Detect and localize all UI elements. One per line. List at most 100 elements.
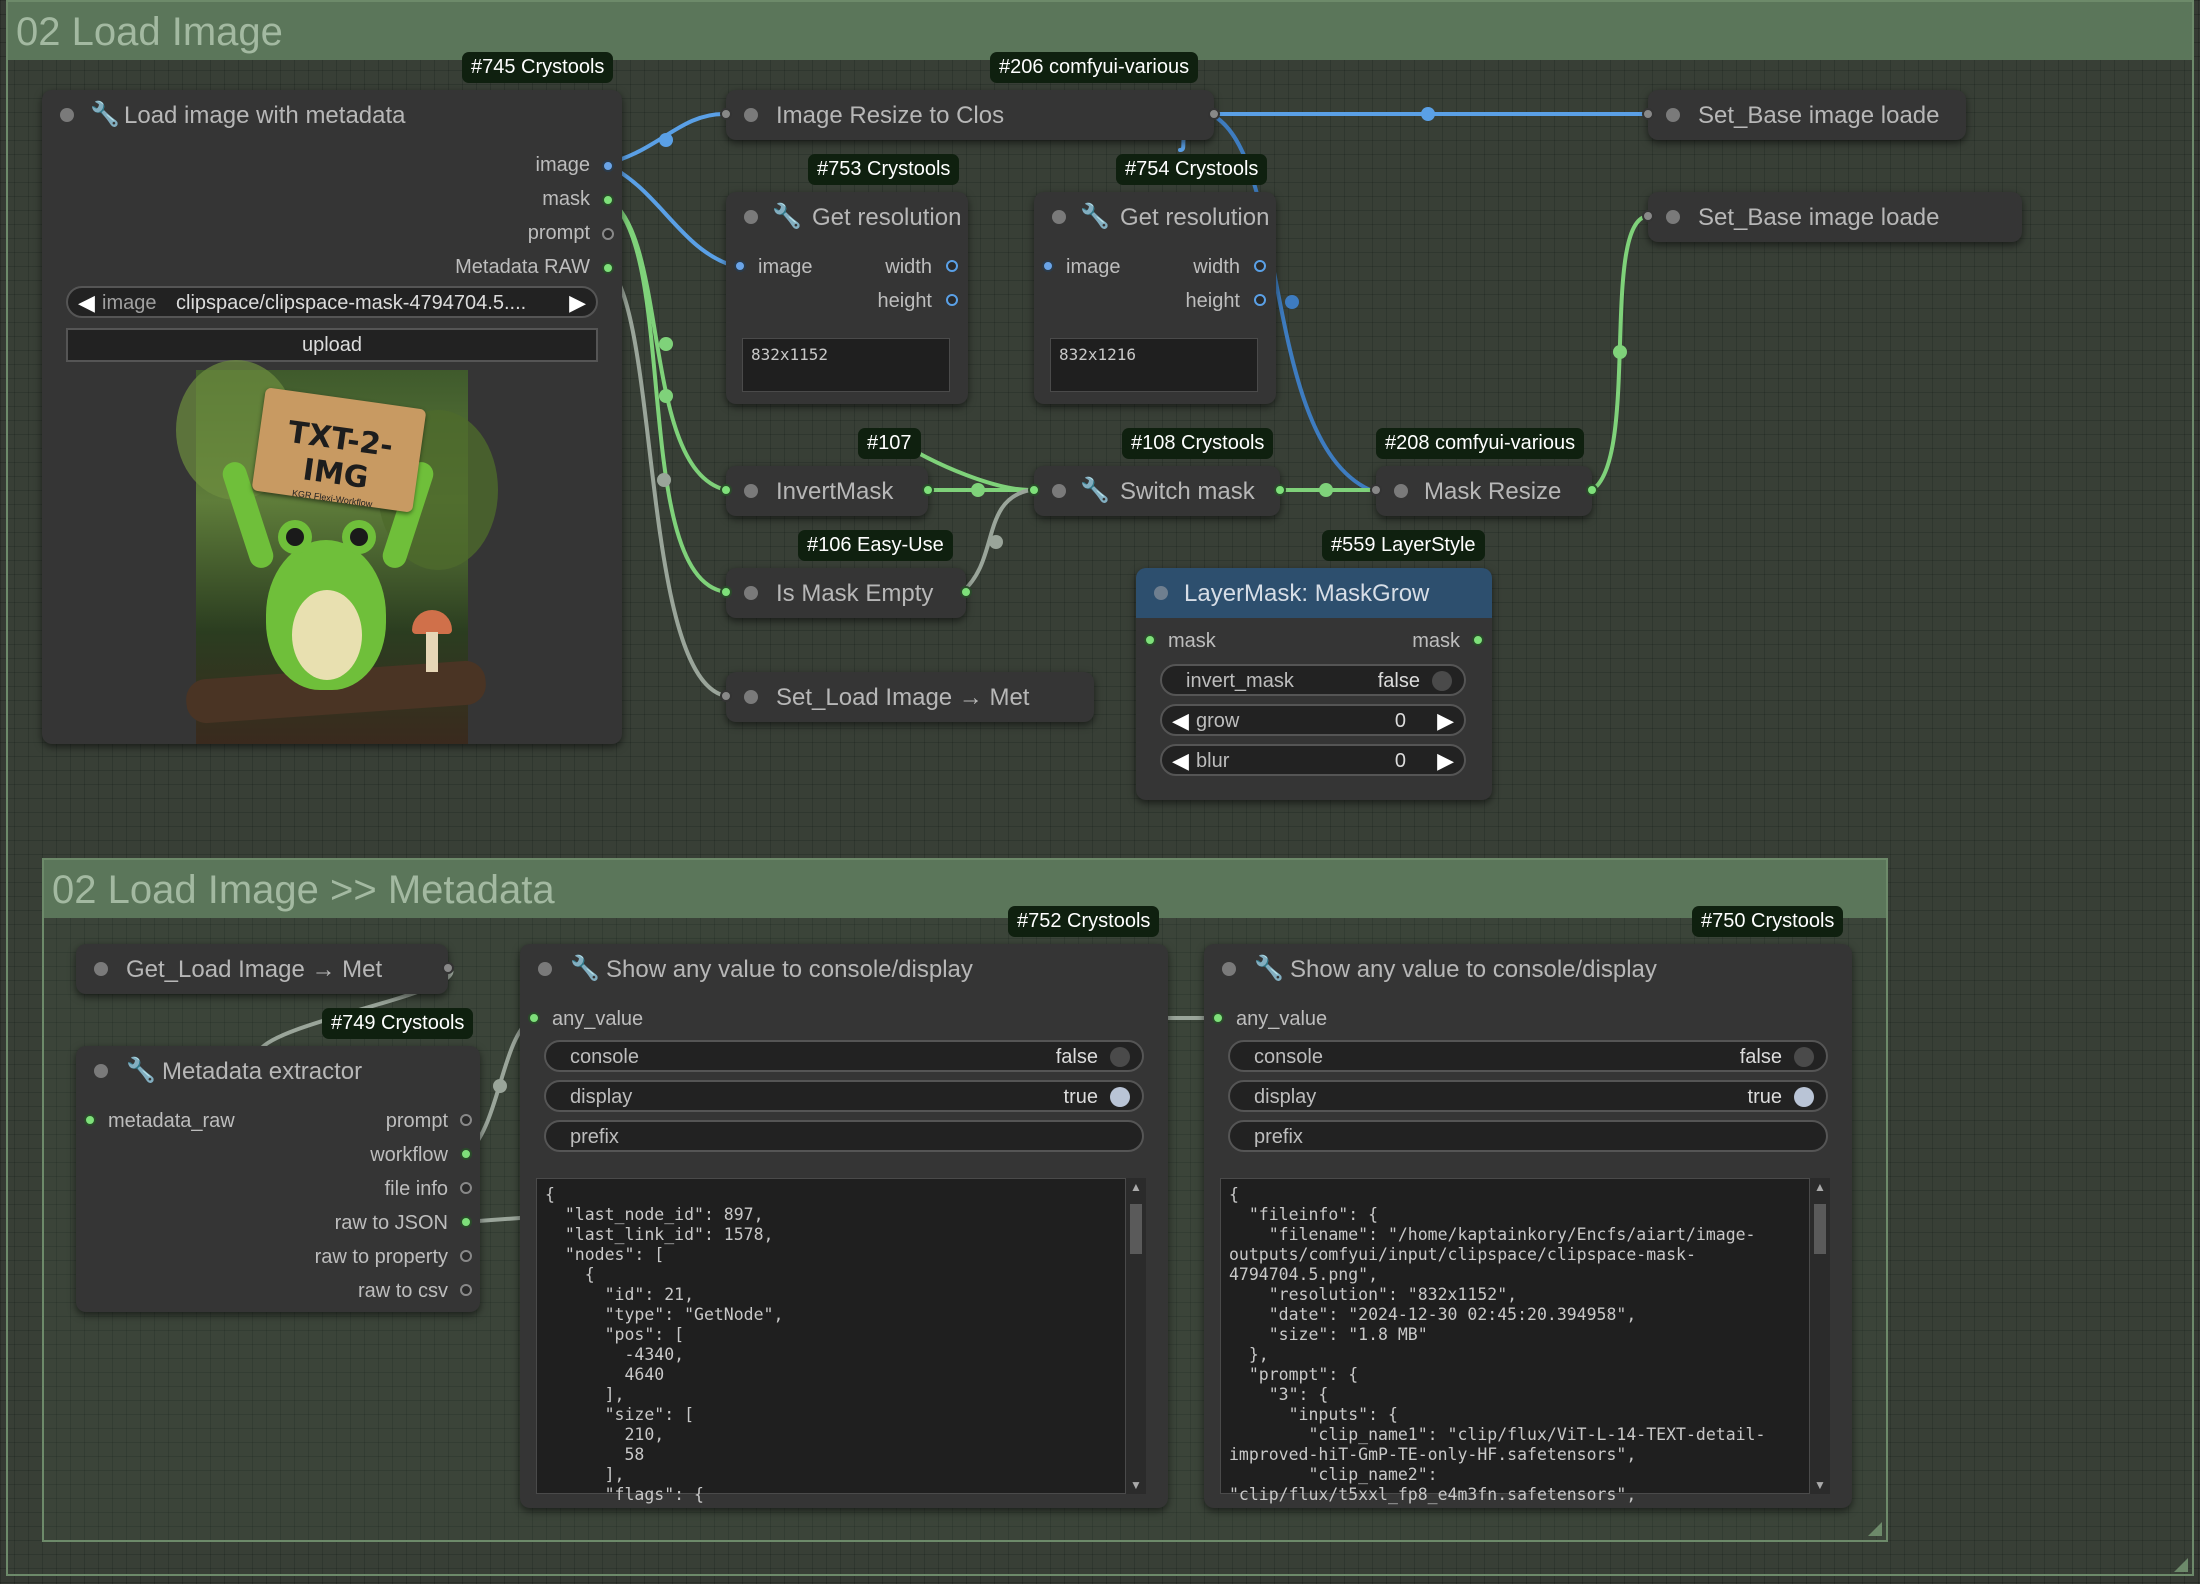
scroll-down-icon[interactable]: ▼ [1130,1478,1142,1492]
collapse-dot[interactable] [744,210,758,224]
input-image-pin[interactable] [734,260,746,272]
decrement-arrow-icon[interactable]: ◀ [1172,708,1189,733]
node-metadata-extractor[interactable]: 🔧 Metadata extractor metadata_raw prompt… [76,1046,480,1312]
toggle-knob[interactable] [1794,1087,1814,1107]
node-title[interactable]: 🔧 Switch mask [1034,466,1280,516]
output-pin[interactable] [922,484,934,496]
toggle-knob[interactable] [1432,671,1452,691]
node-title[interactable]: Is Mask Empty [726,568,966,618]
input-pin[interactable] [1028,484,1040,496]
console-toggle[interactable]: console false [544,1040,1144,1072]
output-raw-to-json-pin[interactable] [460,1216,472,1228]
arrow-right-icon[interactable]: ▶ [569,290,586,315]
output-pin[interactable] [960,586,972,598]
node-set-load-image[interactable]: Set_Load Image → Met [720,672,1094,722]
collapse-dot[interactable] [94,962,108,976]
output-prompt-pin[interactable] [460,1114,472,1126]
output-width-pin[interactable] [1254,260,1266,272]
output-mask-pin[interactable] [602,194,614,206]
group-header[interactable]: 02 Load Image [8,2,2192,60]
node-title[interactable]: 🔧 Metadata extractor [76,1046,480,1096]
node-title[interactable]: Mask Resize [1376,466,1592,516]
output-workflow-pin[interactable] [460,1148,472,1160]
node-mask-resize[interactable]: Mask Resize [1370,466,1598,516]
resize-handle-icon[interactable] [2174,1558,2188,1572]
node-title[interactable]: LayerMask: MaskGrow [1136,568,1492,618]
input-any-value-pin[interactable] [1212,1012,1224,1024]
console-toggle[interactable]: console false [1228,1040,1828,1072]
grow-number[interactable]: ◀ grow 0 ▶ [1160,704,1466,736]
node-load-image-with-metadata[interactable]: 🔧 Load image with metadata image mask pr… [42,90,622,744]
output-textarea[interactable]: { "fileinfo": { "filename": "/home/kapta… [1220,1178,1810,1504]
node-layermask-maskgrow[interactable]: LayerMask: MaskGrow mask mask invert_mas… [1136,568,1492,800]
node-title[interactable]: Set_Base image loade [1648,192,2022,242]
image-combo[interactable]: ◀ image clipspace/clipspace-mask-4794704… [66,286,598,318]
input-pin[interactable] [1370,484,1382,496]
scroll-down-icon[interactable]: ▼ [1814,1478,1826,1492]
node-title[interactable]: 🔧 Show any value to console/display [520,944,1168,994]
node-is-mask-empty[interactable]: Is Mask Empty [720,568,972,618]
output-prompt-pin[interactable] [602,228,614,240]
output-width-pin[interactable] [946,260,958,272]
output-pin[interactable] [1208,108,1220,120]
display-toggle[interactable]: display true [1228,1080,1828,1112]
node-set-base-image-1[interactable]: Set_Base image loade [1642,90,1966,140]
group-header[interactable]: 02 Load Image >> Metadata [44,860,1886,918]
toggle-knob[interactable] [1794,1047,1814,1067]
collapse-dot[interactable] [1222,962,1236,976]
upload-button[interactable]: upload [66,328,598,362]
node-show-any-value-750[interactable]: 🔧 Show any value to console/display any_… [1204,944,1852,1508]
node-show-any-value-752[interactable]: 🔧 Show any value to console/display any_… [520,944,1168,1508]
invert-mask-toggle[interactable]: invert_mask false [1160,664,1466,696]
collapse-dot[interactable] [538,962,552,976]
decrement-arrow-icon[interactable]: ◀ [1172,748,1189,773]
textarea-scrollbar[interactable]: ▲ ▼ [1810,1178,1830,1494]
node-title[interactable]: 🔧 Load image with metadata [42,90,622,140]
resize-handle-icon[interactable] [1868,1522,1882,1536]
node-title[interactable]: 🔧 Get resolution [1034,192,1276,242]
node-invert-mask[interactable]: InvertMask [720,466,934,516]
toggle-knob[interactable] [1110,1087,1130,1107]
collapse-dot[interactable] [1052,484,1066,498]
input-any-value-pin[interactable] [528,1012,540,1024]
increment-arrow-icon[interactable]: ▶ [1437,748,1454,773]
input-mask-pin[interactable] [1144,634,1156,646]
output-image-pin[interactable] [602,160,614,172]
node-title[interactable]: Get_Load Image → Met [76,944,448,994]
collapse-dot[interactable] [1666,210,1680,224]
scrollbar-thumb[interactable] [1130,1204,1142,1254]
scroll-up-icon[interactable]: ▲ [1130,1180,1142,1194]
node-title[interactable]: InvertMask [726,466,928,516]
display-toggle[interactable]: display true [544,1080,1144,1112]
input-pin[interactable] [720,484,732,496]
scroll-up-icon[interactable]: ▲ [1814,1180,1826,1194]
output-pin[interactable] [1586,484,1598,496]
input-pin[interactable] [1642,108,1654,120]
input-pin[interactable] [1642,210,1654,222]
output-file-info-pin[interactable] [460,1182,472,1194]
collapse-dot[interactable] [1154,586,1168,600]
node-get-load-image[interactable]: Get_Load Image → Met [76,944,454,994]
collapse-dot[interactable] [1052,210,1066,224]
node-title[interactable]: Set_Base image loade [1648,90,1966,140]
node-set-base-image-2[interactable]: Set_Base image loade [1642,192,2022,242]
collapse-dot[interactable] [60,108,74,122]
increment-arrow-icon[interactable]: ▶ [1437,708,1454,733]
collapse-dot[interactable] [744,586,758,600]
output-textarea[interactable]: { "last_node_id": 897, "last_link_id": 1… [536,1178,1126,1504]
collapse-dot[interactable] [1394,484,1408,498]
prefix-input[interactable]: prefix [544,1120,1144,1152]
collapse-dot[interactable] [744,108,758,122]
output-pin[interactable] [442,962,454,974]
collapse-dot[interactable] [94,1064,108,1078]
blur-number[interactable]: ◀ blur 0 ▶ [1160,744,1466,776]
output-raw-to-property-pin[interactable] [460,1250,472,1262]
arrow-left-icon[interactable]: ◀ [78,290,95,315]
output-pin[interactable] [1274,484,1286,496]
output-metadata-raw-pin[interactable] [602,262,614,274]
input-image-pin[interactable] [1042,260,1054,272]
input-pin[interactable] [720,690,732,702]
output-raw-to-csv-pin[interactable] [460,1284,472,1296]
output-height-pin[interactable] [946,294,958,306]
node-get-resolution-754[interactable]: 🔧 Get resolution image width height 832x… [1034,192,1276,404]
